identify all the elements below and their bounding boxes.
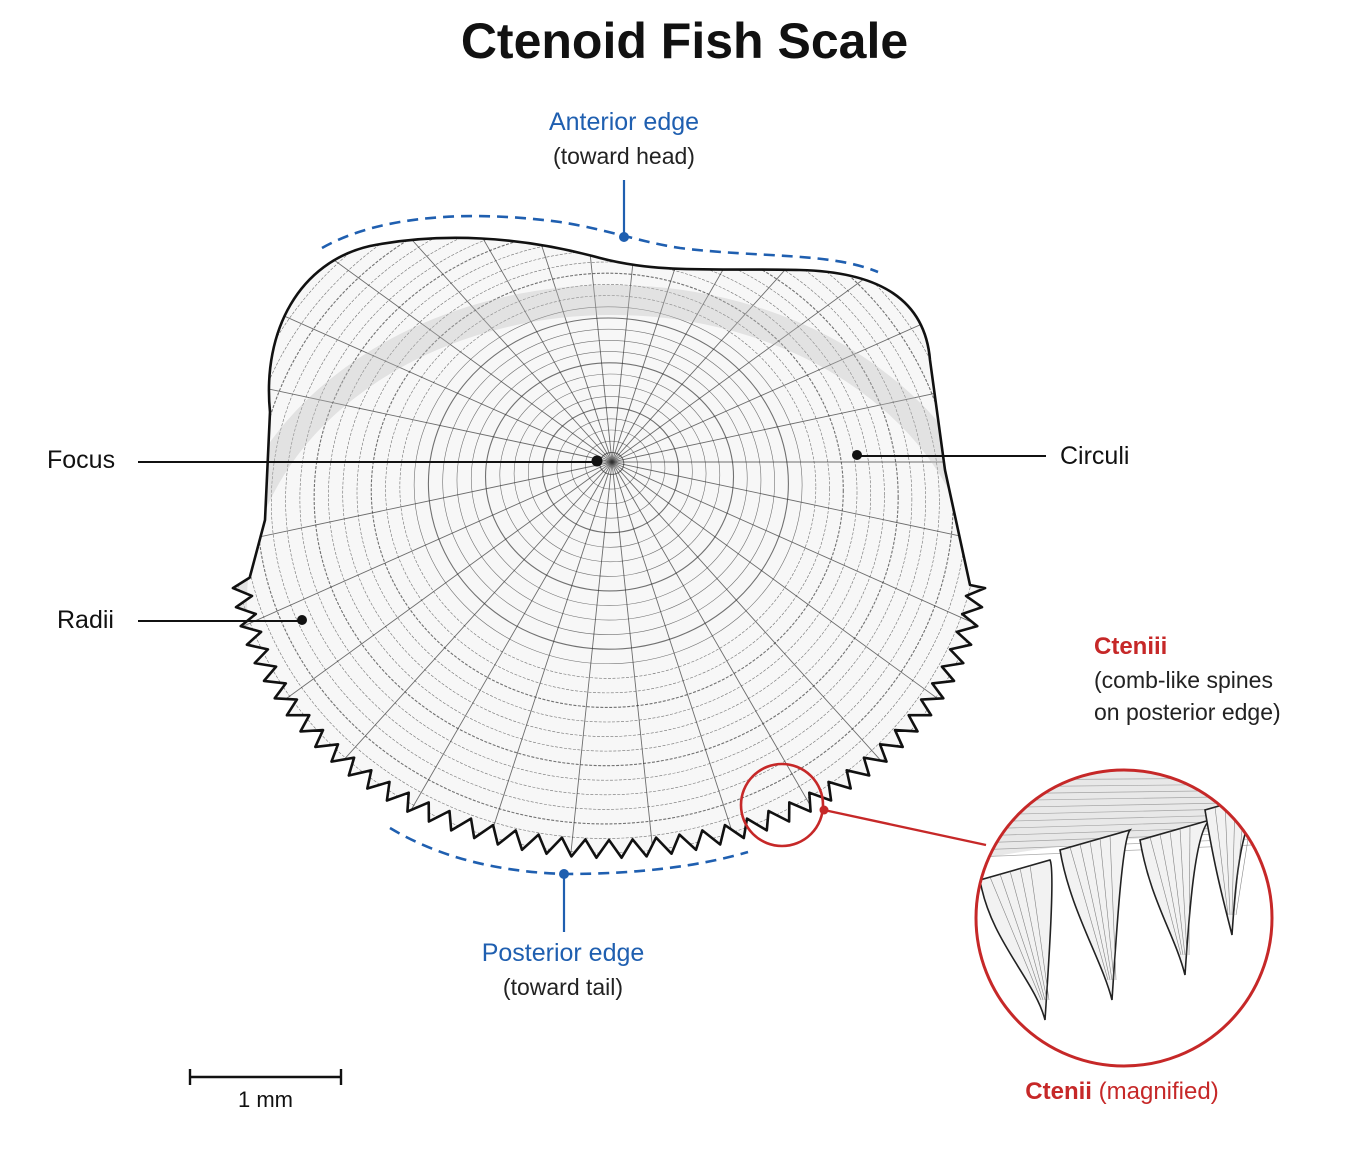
magnify-circle [974, 768, 1274, 1068]
anterior-dashed-line [321, 214, 879, 274]
focus-label: Focus [47, 446, 116, 474]
radii-label: Radii [57, 606, 114, 634]
ctenii-desc-line2: on posterior edge) [1094, 699, 1281, 725]
posterior-sub: (toward tail) [502, 974, 624, 1000]
ctenii-label: Cteniii [1094, 633, 1168, 660]
scale-bar-label: 1 mm [238, 1087, 293, 1112]
scale-bar [188, 1069, 343, 1085]
focus-dot [591, 455, 603, 467]
magnify-connector-dot [819, 805, 829, 815]
magnified-ctenii [974, 768, 1274, 1068]
radii-dot [297, 615, 307, 625]
magnify-source-circle [739, 762, 825, 848]
anterior-sub: (toward head) [553, 143, 695, 169]
circuli-dot [852, 450, 862, 460]
page-title: Ctenoid Fish Scale [460, 13, 909, 69]
magnified-caption: Ctenii (magnified) [972, 1078, 1272, 1106]
posterior-label: Posterior edge [481, 939, 645, 967]
scale-outline [231, 236, 987, 859]
magnified-caption-bold: Ctenii [1025, 1078, 1092, 1105]
circuli-label: Circuli [1060, 442, 1130, 470]
magnified-caption-rest: (magnified) [1098, 1078, 1219, 1105]
anterior-dot [619, 232, 629, 242]
anterior-label: Anterior edge [548, 108, 700, 136]
magnify-connector [823, 808, 987, 847]
scale-body [231, 236, 987, 859]
posterior-dot [559, 869, 569, 879]
ctenii-desc-line1: (comb-like spines [1094, 667, 1273, 693]
